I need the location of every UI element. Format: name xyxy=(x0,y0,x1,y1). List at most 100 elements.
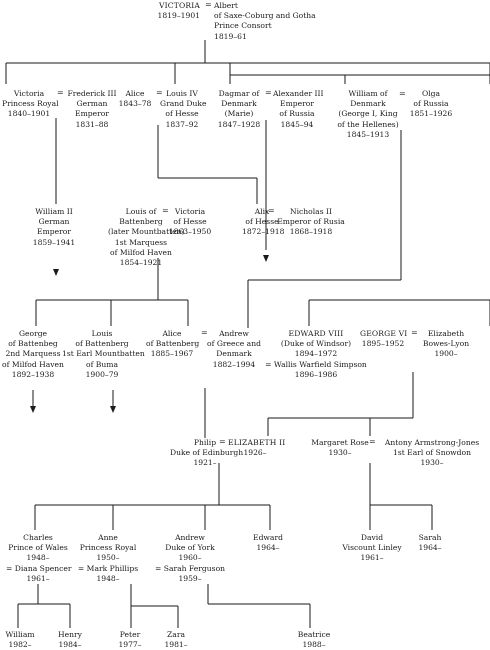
marriage-sign: = xyxy=(205,0,212,9)
node-line: Andrew xyxy=(219,329,249,338)
node-line: Henry xyxy=(58,630,82,639)
node-line: 1st Earl Mountbatten xyxy=(62,349,145,359)
node-line: Denmark xyxy=(216,349,252,359)
node-line: Victoria xyxy=(174,207,206,216)
node-line: of Hesse xyxy=(165,109,199,119)
node-line: 1892–1938 xyxy=(11,369,55,379)
node-line: 1961– xyxy=(26,573,50,583)
node-line: German xyxy=(76,99,108,109)
node-line: 1900– xyxy=(434,349,458,359)
node-line: William xyxy=(5,630,35,639)
marriage-sign: = xyxy=(57,88,64,97)
node-line: 1837–92 xyxy=(165,119,199,129)
node-line: Princess Royal xyxy=(79,543,137,553)
node-line: 1845–1913 xyxy=(346,129,390,139)
node-line: 1988– xyxy=(302,640,326,650)
node-line: 1854–1921 xyxy=(119,258,163,268)
node-line: 1845–94 xyxy=(280,119,314,129)
marriage-sign: = xyxy=(162,206,169,215)
node-line: Alix xyxy=(254,207,270,216)
node-line: 2nd Marquess xyxy=(5,349,61,359)
node-line: Anne xyxy=(98,533,118,542)
marriage-sign: = xyxy=(156,88,163,97)
marriage-sign: = xyxy=(399,89,406,98)
node-line: Battenberg xyxy=(119,217,163,227)
node-line: Grand Duke xyxy=(160,99,207,109)
node-line: 1882–1994 xyxy=(212,359,256,369)
marriage-sign: = xyxy=(201,328,208,337)
node-line: 1831–88 xyxy=(75,119,109,129)
node-line: William of xyxy=(348,89,388,98)
node-line: George xyxy=(18,329,48,338)
marriage-sign: = xyxy=(219,437,226,446)
node-line: Alice xyxy=(162,329,182,338)
node-line: Antony Armstrong-Jones xyxy=(384,438,480,447)
node-line: Elizabeth xyxy=(427,329,465,338)
node-line: 1885–1967 xyxy=(150,349,194,359)
node-line: = Mark Phillips xyxy=(77,563,139,573)
node-line: of Saxe-Coburg and Gotha xyxy=(214,11,316,21)
node-line: 1872–1918 xyxy=(242,227,285,237)
node-line: of Battenberg xyxy=(75,339,129,349)
marriage-sign: = xyxy=(265,88,272,97)
node-line: of Battenbeg xyxy=(8,339,58,349)
node-line: Prince of Wales xyxy=(8,543,68,553)
node-line: Nicholas II xyxy=(289,207,333,216)
node-line: 1977– xyxy=(118,640,142,650)
node-line: Princess Royal xyxy=(2,99,59,109)
node-line: 1st Marquess xyxy=(114,237,168,247)
node-line: Albert xyxy=(214,1,238,10)
node-line: 1984– xyxy=(58,640,82,650)
node-line: of Milfod Haven xyxy=(110,247,172,257)
node-line: of Hesse xyxy=(173,217,207,227)
node-line: 1948– xyxy=(96,573,120,583)
node-line: Victoria xyxy=(13,89,45,98)
node-line: (Marie) xyxy=(224,109,254,119)
node-edward-viii: EDWARD VIII(Duke of Windsor)1894–1972= W… xyxy=(262,329,370,380)
node-line: of Hesse xyxy=(245,217,279,227)
node-line: William II xyxy=(35,207,73,216)
marriage-sign: = xyxy=(369,437,376,446)
node-line: David xyxy=(360,533,384,542)
node-line: of Greece and xyxy=(207,339,261,349)
node-line: Olga xyxy=(421,89,441,98)
node-line: ELIZABETH II xyxy=(228,438,286,447)
node-line: VICTORIA xyxy=(159,1,200,10)
node-line: Viscount Linley xyxy=(342,543,402,553)
node-line: of Russia xyxy=(279,109,315,119)
node-line: 1894–1972 xyxy=(294,349,338,359)
node-line: 1859–1941 xyxy=(32,237,76,247)
descent-arrow-icon xyxy=(30,406,36,413)
node-line: 1982– xyxy=(8,640,32,650)
node-line: 1840–1901 xyxy=(7,109,51,119)
node-line: Zara xyxy=(167,630,185,639)
node-line: = Sarah Ferguson xyxy=(154,563,226,573)
descent-arrow-icon xyxy=(263,255,269,262)
